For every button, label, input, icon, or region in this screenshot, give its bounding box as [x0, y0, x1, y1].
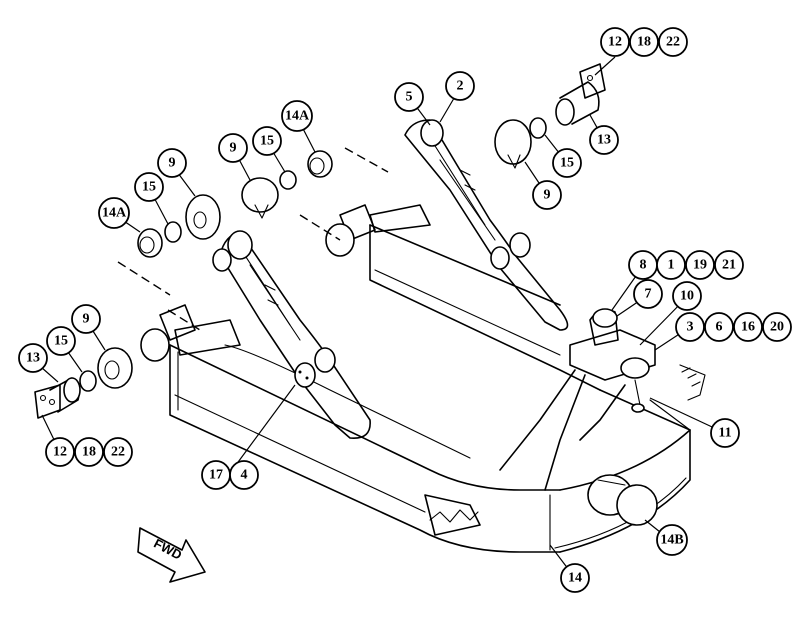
left-washer-9 [97, 347, 133, 389]
svg-text:14B: 14B [660, 533, 683, 548]
callout-13-left: 13 [18, 343, 48, 373]
callout-4: 4 [229, 460, 259, 490]
svg-text:20: 20 [770, 320, 784, 335]
svg-text:13: 13 [26, 351, 40, 366]
left-upper-washer-9 [185, 194, 221, 240]
callout-18-top: 18 [629, 27, 659, 57]
callout-19: 19 [685, 250, 715, 280]
svg-text:5: 5 [406, 90, 413, 105]
svg-text:13: 13 [597, 133, 611, 148]
callout-9-top-right: 9 [532, 180, 562, 210]
svg-text:15: 15 [560, 156, 574, 171]
callout-7: 7 [633, 279, 663, 309]
svg-text:12: 12 [608, 35, 622, 50]
callout-14: 14 [560, 563, 590, 593]
svg-text:17: 17 [209, 468, 223, 483]
callout-21: 21 [714, 250, 744, 280]
callout-13-top: 13 [589, 125, 619, 155]
mid-bushing-14A [307, 150, 333, 178]
svg-text:19: 19 [693, 258, 707, 273]
left-bushing-14A [137, 228, 163, 258]
svg-text:8: 8 [640, 258, 647, 273]
callout-15-mid: 15 [252, 126, 282, 156]
main-frame [140, 204, 706, 553]
svg-text:12: 12 [53, 445, 67, 460]
callout-9-mid: 9 [218, 133, 248, 163]
callout-6: 6 [704, 312, 734, 342]
svg-text:1: 1 [668, 258, 675, 273]
svg-text:22: 22 [111, 445, 125, 460]
callout-16: 16 [733, 312, 763, 342]
fwd-label: FWD [151, 536, 184, 563]
callout-3: 3 [675, 312, 705, 342]
svg-text:14: 14 [568, 571, 582, 586]
callout-11: 11 [710, 418, 740, 448]
svg-text:16: 16 [741, 320, 755, 335]
svg-text:14A: 14A [285, 109, 310, 124]
callout-8: 8 [628, 250, 658, 280]
svg-text:6: 6 [716, 320, 723, 335]
svg-text:9: 9 [544, 188, 551, 203]
left-upper-seal-15 [164, 221, 182, 243]
front-hitch-assembly [499, 308, 656, 491]
left-pin-13 [34, 377, 81, 419]
svg-text:11: 11 [718, 426, 731, 441]
callout-22-top: 22 [658, 27, 688, 57]
callout-15-left-upper: 15 [134, 172, 164, 202]
svg-text:15: 15 [54, 334, 68, 349]
svg-text:10: 10 [680, 289, 694, 304]
svg-text:9: 9 [83, 312, 90, 327]
right-seal-15 [529, 117, 547, 139]
svg-text:18: 18 [82, 445, 96, 460]
callout-20: 20 [762, 312, 792, 342]
left-link-arm [212, 230, 371, 439]
svg-text:3: 3 [687, 320, 694, 335]
callout-9-left-lower: 9 [71, 304, 101, 334]
callout-15-left-lower: 15 [46, 326, 76, 356]
svg-text:9: 9 [169, 156, 176, 171]
callout-10: 10 [672, 281, 702, 311]
right-washer-9 [494, 119, 532, 169]
callout-2: 2 [445, 71, 475, 101]
callout-12-top: 12 [600, 27, 630, 57]
svg-text:15: 15 [142, 180, 156, 195]
callout-14B: 14B [656, 524, 688, 556]
callout-15-top-right: 15 [552, 148, 582, 178]
svg-text:14A: 14A [102, 206, 127, 221]
callout-14A-left: 14A [98, 197, 130, 229]
callout-1: 1 [656, 250, 686, 280]
callout-18-left: 18 [74, 437, 104, 467]
svg-text:18: 18 [637, 35, 651, 50]
svg-text:21: 21 [722, 258, 736, 273]
forward-direction-arrow: FWD [137, 527, 206, 583]
svg-text:9: 9 [230, 141, 237, 156]
right-link-arm [404, 119, 569, 331]
svg-text:4: 4 [241, 468, 248, 483]
svg-text:7: 7 [645, 287, 652, 302]
callout-22-left: 22 [103, 437, 133, 467]
callout-12-left: 12 [45, 437, 75, 467]
left-seal-15 [79, 370, 97, 392]
svg-text:15: 15 [260, 134, 274, 149]
right-pin-13 [555, 63, 606, 126]
callout-17: 17 [201, 460, 231, 490]
callout-9-left-upper: 9 [157, 148, 187, 178]
svg-text:2: 2 [457, 79, 464, 94]
callout-14A-mid: 14A [281, 100, 313, 132]
mid-seal-15 [279, 170, 297, 190]
svg-text:22: 22 [666, 35, 680, 50]
callout-5: 5 [394, 82, 424, 112]
mid-washer-9 [241, 177, 279, 219]
